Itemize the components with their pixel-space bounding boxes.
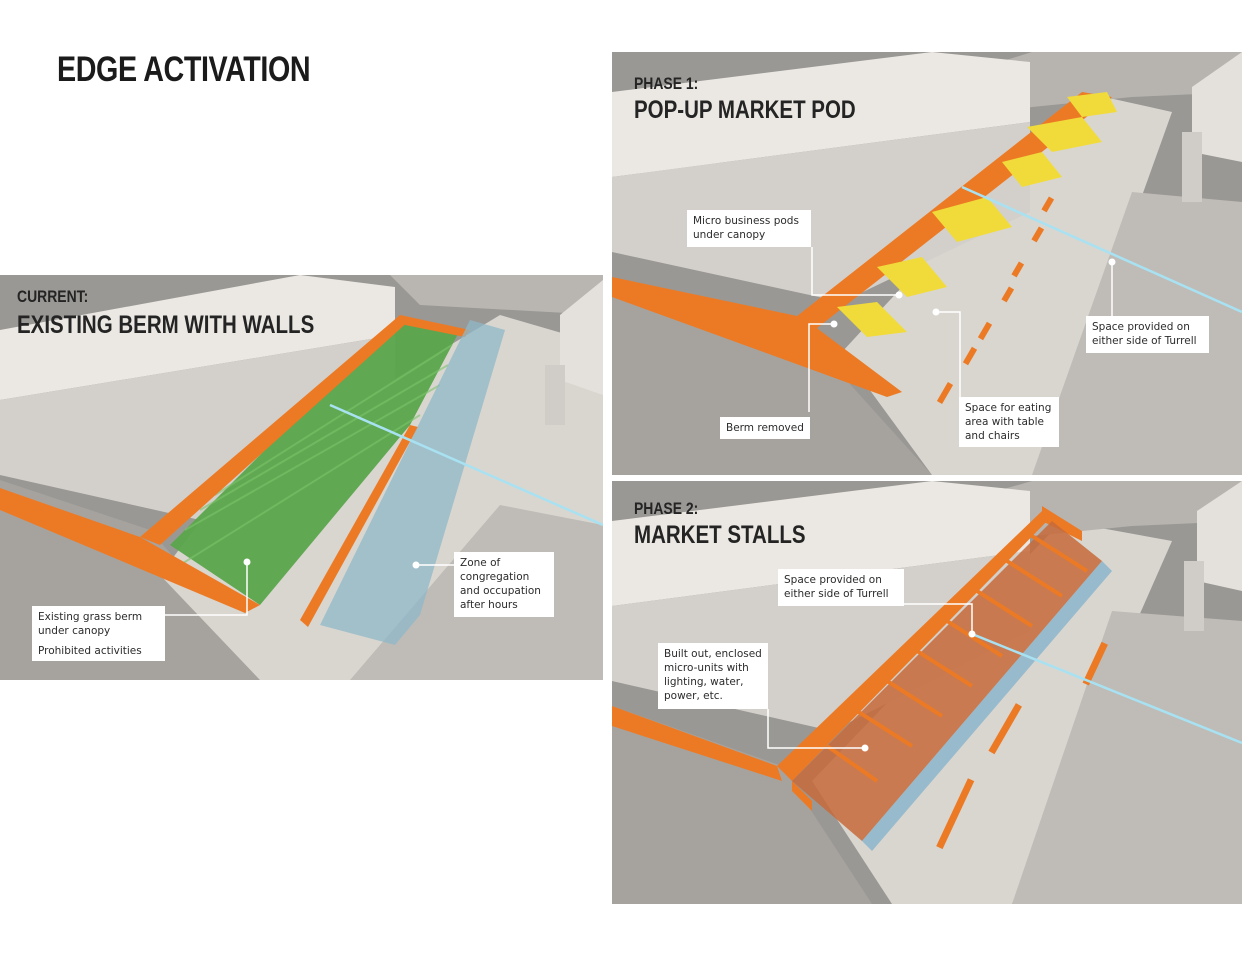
phase1-kicker: PHASE 1: xyxy=(634,74,699,93)
callout-berm-removed: Berm removed xyxy=(720,417,810,439)
callout-text: Space provided on xyxy=(1092,321,1190,333)
callout-zone: Zone of congregation and occupation afte… xyxy=(454,552,554,617)
callout-micro-units: Built out, enclosed micro-units with lig… xyxy=(658,643,768,709)
page-title: EDGE ACTIVATION xyxy=(57,50,311,89)
phase2-illustration xyxy=(612,481,1242,904)
phase2-heading: MARKET STALLS xyxy=(634,521,806,549)
callout-micro-pods: Micro business pods under canopy xyxy=(687,210,811,247)
callout-text: Micro business pods xyxy=(693,215,799,227)
callout-text: under canopy xyxy=(693,229,766,241)
current-heading: EXISTING BERM WITH WALLS xyxy=(17,311,315,339)
callout-text: either side of Turrell xyxy=(784,588,889,600)
callout-existing-berm: Existing grass berm under canopy Prohibi… xyxy=(32,606,165,661)
phase1-heading: POP-UP MARKET POD xyxy=(634,96,856,124)
phase1-panel: PHASE 1: POP-UP MARKET POD Micro busines… xyxy=(612,52,1242,475)
callout-text: Berm removed xyxy=(726,422,804,434)
callout-text: Space provided on xyxy=(784,574,882,586)
callout-text: power, etc. xyxy=(664,690,723,702)
callout-text: Built out, enclosed xyxy=(664,648,762,660)
callout-text: congregation xyxy=(460,571,530,583)
callout-text: lighting, water, xyxy=(664,676,744,688)
callout-text: either side of Turrell xyxy=(1092,335,1197,347)
callout-text: after hours xyxy=(460,599,518,611)
callout-text: under canopy xyxy=(38,625,111,637)
callout-eating-area: Space for eating area with table and cha… xyxy=(959,397,1059,447)
callout-text: area with table xyxy=(965,416,1044,428)
current-kicker: CURRENT: xyxy=(17,287,89,306)
phase2-kicker: PHASE 2: xyxy=(634,499,699,518)
callout-text: and occupation xyxy=(460,585,541,597)
phase1-illustration xyxy=(612,52,1242,475)
callout-space-turrell: Space provided on either side of Turrell xyxy=(1086,316,1209,353)
callout-space-turrell: Space provided on either side of Turrell xyxy=(778,569,904,606)
callout-text: Zone of xyxy=(460,557,501,569)
callout-text: Space for eating xyxy=(965,402,1052,414)
callout-text: Prohibited activities xyxy=(38,645,142,657)
callout-text: Existing grass berm xyxy=(38,611,143,623)
phase2-panel: PHASE 2: MARKET STALLS Space provided on… xyxy=(612,481,1242,904)
callout-text: and chairs xyxy=(965,430,1020,442)
callout-text: micro-units with xyxy=(664,662,749,674)
current-panel: CURRENT: EXISTING BERM WITH WALLS Existi… xyxy=(0,275,603,680)
